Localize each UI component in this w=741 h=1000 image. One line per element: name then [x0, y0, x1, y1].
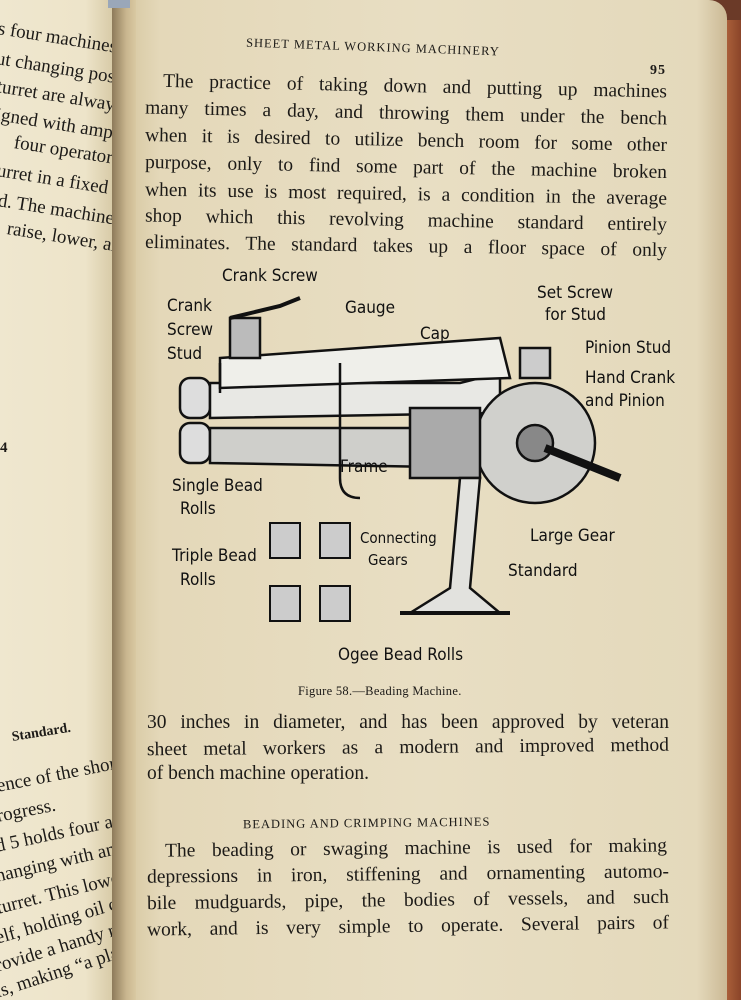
label-set-screw: Set Screw — [537, 283, 613, 303]
label-cap: Cap — [420, 324, 450, 344]
label-crank-screw-stud: Stud — [167, 344, 203, 364]
label-connecting-gears: Connecting — [360, 529, 437, 547]
figure-caption: Figure 58.—Beading Machine. — [298, 684, 462, 698]
label-crank-screw-stud: Crank — [167, 296, 212, 316]
label-pinion-stud: Pinion Stud — [585, 338, 672, 358]
label-crank-screw: Crank Screw — [222, 266, 318, 286]
label-single-bead: Single Bead — [172, 476, 263, 496]
background-strip — [108, 0, 130, 8]
section-heading: BEADING AND CRIMPING MACHINES — [242, 814, 491, 832]
label-triple-bead: Rolls — [180, 570, 216, 590]
label-ogee-bead: Ogee Bead Rolls — [338, 645, 464, 665]
side-number: 4 — [0, 440, 8, 456]
label-connecting-gears: Gears — [368, 551, 408, 569]
right-page — [124, 0, 727, 1000]
beading-machine-illustration — [178, 296, 622, 622]
gutter-shadow — [112, 0, 136, 1000]
label-set-screw: for Stud — [545, 305, 607, 325]
label-hand-crank: Hand Crank — [585, 368, 676, 388]
text-line: sheet metal workers as a modern and impr… — [146, 734, 670, 761]
left-caption: Standard. — [10, 720, 72, 745]
label-large-gear: Large Gear — [530, 526, 615, 546]
page-number: 95 — [650, 63, 666, 78]
label-crank-screw-stud: Screw — [167, 320, 214, 340]
left-line: rogress. — [0, 794, 58, 827]
text-line: 30 inches in diameter, and has been appr… — [147, 712, 669, 733]
label-hand-crank: and Pinion — [585, 391, 665, 411]
label-gauge: Gauge — [345, 298, 396, 318]
text-line: of bench machine operation. — [147, 763, 369, 784]
label-single-bead: Rolls — [180, 499, 216, 519]
label-triple-bead: Triple Bead — [172, 546, 257, 566]
label-frame: Frame — [340, 457, 388, 477]
left-page: s four machines ut changing posi- turret… — [0, 0, 122, 1000]
label-standard: Standard — [508, 561, 578, 581]
left-line: ence of the short or — [0, 748, 122, 797]
